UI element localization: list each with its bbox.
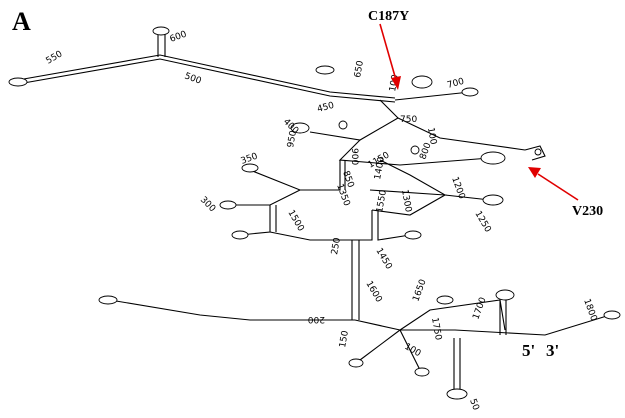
position-label: 700 (446, 77, 465, 91)
position-label: 500 (183, 71, 203, 86)
position-label: 1550 (375, 189, 389, 214)
annotation-v230-label: V230 (572, 204, 603, 219)
hairpin-loops (8, 26, 621, 400)
position-label: 1200 (449, 176, 466, 201)
position-label: 100 (403, 342, 423, 359)
annotation-v230-arrowhead (528, 167, 541, 178)
structure-strands (17, 34, 611, 390)
three-prime-end-label: 3' (546, 341, 559, 360)
position-label: 1450 (373, 247, 393, 272)
position-label: 50 (467, 398, 480, 412)
position-label: 550 (45, 49, 65, 66)
position-label: 900 (349, 148, 359, 165)
position-label: 1250 (472, 210, 492, 235)
position-label: 300 (198, 195, 217, 214)
position-label: 450 (316, 101, 335, 115)
position-label: 1500 (285, 209, 305, 234)
position-label: 1700 (471, 296, 488, 321)
annotation-v230: V230 (528, 167, 603, 219)
annotation-c187y-arrowhead (391, 76, 401, 90)
v230-hairpin (524, 145, 546, 161)
position-label: 1400 (373, 156, 387, 181)
position-label: 100 (425, 127, 438, 146)
panel-label: A (12, 7, 31, 36)
position-label: 650 (353, 60, 366, 79)
five-prime-end-label: 5' (522, 341, 535, 360)
position-label: 150 (338, 330, 351, 349)
position-label: 1300 (399, 189, 413, 214)
position-label: 600 (169, 29, 189, 44)
position-label: 950 (286, 130, 299, 149)
position-labels: 550 600 500 650 700 100 450 400 750 950 … (45, 29, 599, 412)
position-label: 1650 (411, 278, 428, 303)
position-label: 800 (418, 141, 433, 161)
position-label: 1750 (429, 317, 443, 342)
position-label: 750 (400, 115, 417, 125)
annotation-c187y-arrow (379, 23, 397, 81)
position-label: 200 (308, 314, 325, 324)
annotation-c187y: C187Y (368, 9, 409, 90)
annotation-c187y-label: C187Y (368, 9, 409, 24)
position-label: 250 (330, 237, 343, 256)
position-label: 1600 (363, 280, 383, 305)
annotation-v230-arrow (537, 173, 579, 201)
position-label: 1800 (581, 298, 598, 323)
